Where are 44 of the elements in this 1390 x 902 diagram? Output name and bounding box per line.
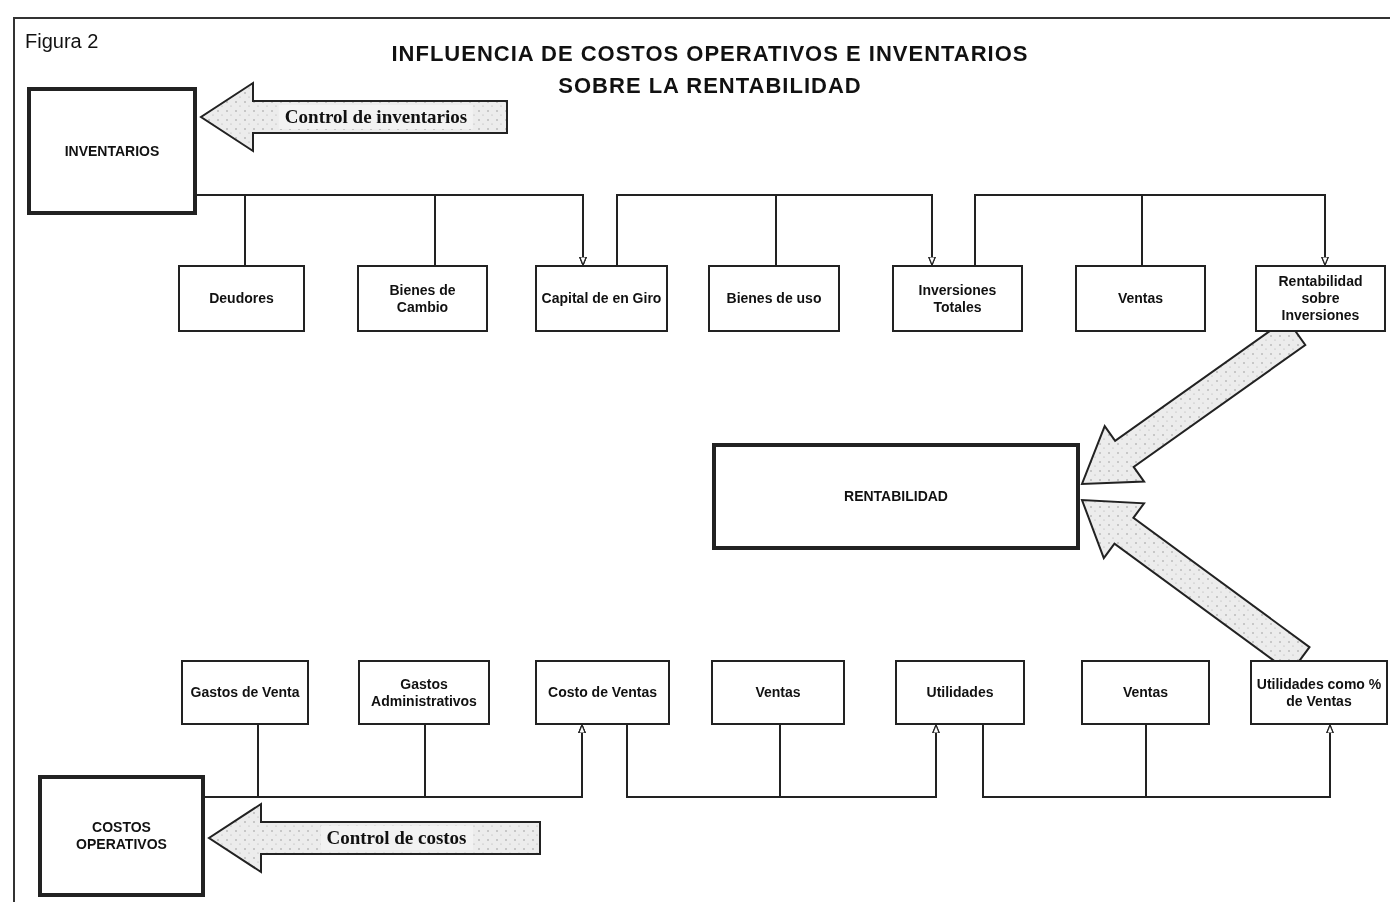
box-label: Utilidades como % de Ventas: [1255, 675, 1383, 710]
connector-arrow: [779, 724, 940, 798]
box-label: Gastos Administrativos: [370, 675, 478, 710]
connector-arrow: [1145, 724, 1334, 798]
process-box: [357, 265, 488, 332]
process-box: [178, 265, 305, 332]
box-label: Inversiones Totales: [917, 281, 998, 316]
connector-arrow: [434, 194, 587, 266]
connector-arrow: [775, 194, 936, 266]
process-box: [535, 660, 670, 725]
box-label: Costo de Ventas: [547, 684, 658, 701]
edge-label: Control de inventarios: [278, 105, 474, 129]
box-label: Deudores: [208, 290, 275, 307]
process-box: [1250, 660, 1388, 725]
process-box: [358, 660, 490, 725]
box-label: Ventas: [1121, 684, 1170, 701]
process-box: [711, 660, 845, 725]
box-label: Gastos de Venta: [189, 684, 301, 701]
box-label: Capital de en Giro: [540, 290, 663, 307]
main-box: [27, 87, 197, 215]
process-box: [1255, 265, 1386, 332]
process-box: [1081, 660, 1210, 725]
connector-arrow: [1141, 194, 1329, 266]
process-box: [181, 660, 309, 725]
main-box: [712, 443, 1080, 550]
process-box: [895, 660, 1025, 725]
edge-label: Control de costos: [320, 826, 473, 850]
box-label: Bienes de Cambio: [388, 281, 457, 316]
box-label: Utilidades: [925, 684, 995, 701]
box-label: Ventas: [754, 684, 802, 701]
process-box: [892, 265, 1023, 332]
process-box: [535, 265, 668, 332]
box-label: COSTOS OPERATIVOS: [75, 819, 168, 853]
main-box: [38, 775, 205, 897]
box-label: INVENTARIOS: [63, 142, 161, 160]
diagram-title: INFLUENCIA DE COSTOS OPERATIVOS E INVENTARIOS SOBRE LA RENTABILIDAD: [390, 40, 1030, 100]
box-label: Ventas: [1116, 290, 1165, 307]
box-label: Rentabilidad sobre Inversiones: [1277, 273, 1364, 324]
connector-arrow: [424, 724, 586, 798]
figure-label: Figura 2: [25, 30, 99, 53]
process-box: [1075, 265, 1206, 332]
process-box: [708, 265, 840, 332]
box-label: Bienes de uso: [725, 290, 823, 307]
box-label: RENTABILIDAD: [843, 488, 949, 505]
